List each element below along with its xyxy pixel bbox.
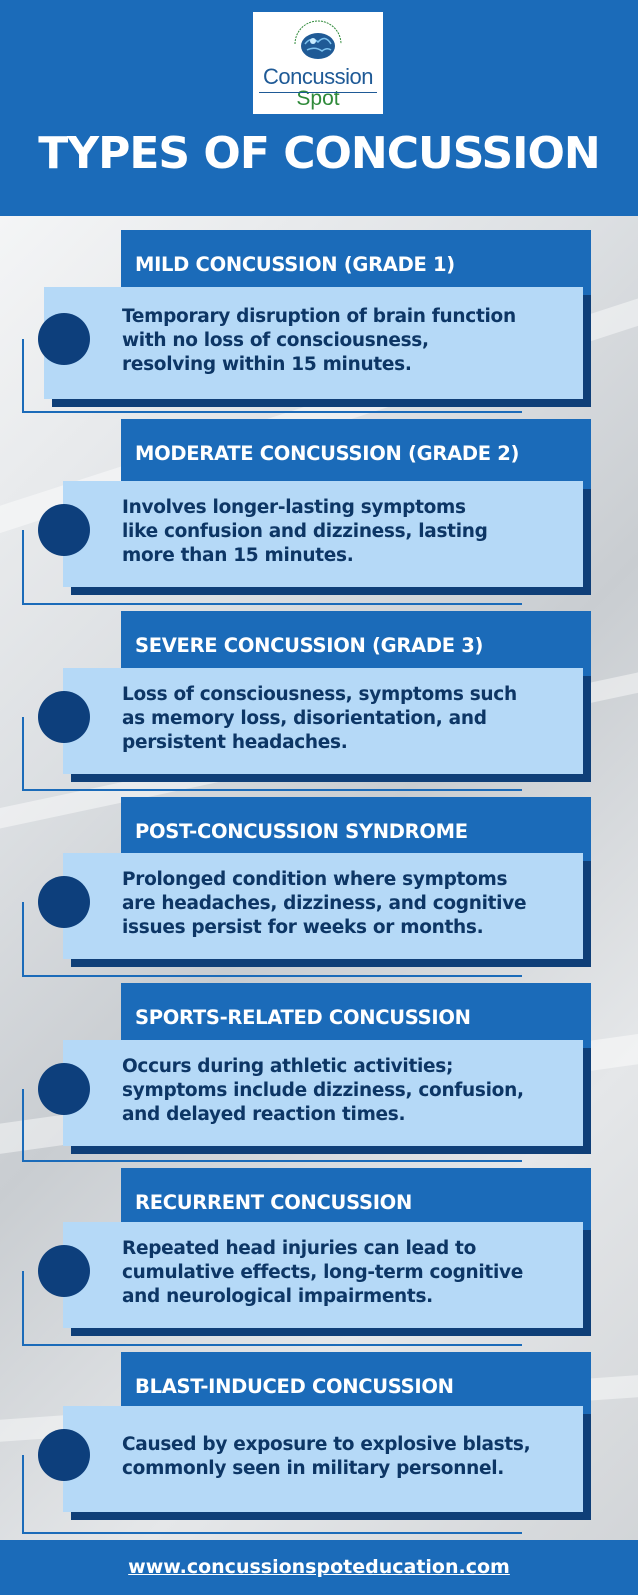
header-banner: Concussion Spot TYPES OF CONCUSSION <box>0 0 638 216</box>
description-line: Prolonged condition where symptoms <box>122 869 508 890</box>
description-line: Repeated head injuries can lead to <box>122 1238 476 1259</box>
logo: Concussion Spot <box>253 12 383 114</box>
item-description: Prolonged condition where symptoms are he… <box>122 868 592 940</box>
item-desc-box <box>63 1222 583 1328</box>
brain-icon <box>294 20 342 59</box>
description-line: cumulative effects, long-term cognitive <box>122 1262 524 1283</box>
item-desc-box <box>44 287 583 399</box>
brain-folds <box>304 37 332 52</box>
item-description: Loss of consciousness, symptoms such as m… <box>122 683 592 755</box>
item-description: Caused by exposure to explosive blasts, c… <box>122 1433 592 1481</box>
description-line: Temporary disruption of brain function <box>122 306 516 327</box>
description-line: commonly seen in military personnel. <box>122 1458 504 1479</box>
description-line: as memory loss, disorientation, and <box>122 708 487 729</box>
brain-glow <box>310 38 316 44</box>
description-line: are headaches, dizziness, and cognitive <box>122 893 527 914</box>
item-title: SEVERE CONCUSSION (GRADE 3) <box>135 634 484 657</box>
description-line: more than 15 minutes. <box>122 545 354 566</box>
logo-text-line2: Spot <box>296 87 340 110</box>
description-line: Loss of consciousness, symptoms such <box>122 684 517 705</box>
item-title: MODERATE CONCUSSION (GRADE 2) <box>135 442 520 465</box>
logo-divider <box>259 92 377 93</box>
website-link[interactable]: www.concussionspoteducation.com <box>128 1556 510 1578</box>
description-line: Occurs during athletic activities; <box>122 1056 454 1077</box>
description-line: Involves longer-lasting symptoms <box>122 497 466 518</box>
description-line: like confusion and dizziness, lasting <box>122 521 488 542</box>
connector-line <box>22 339 522 413</box>
circle-bullet-icon <box>38 313 90 365</box>
page-title: TYPES OF CONCUSSION <box>38 128 601 179</box>
circle-bullet-icon <box>38 1245 90 1297</box>
item-description: Occurs during athletic activities; sympto… <box>122 1055 592 1127</box>
connector-line <box>22 1455 522 1534</box>
item-desc-box <box>63 1040 583 1146</box>
connector-line <box>22 530 522 605</box>
circle-bullet-icon <box>38 1063 90 1115</box>
description-line: Caused by exposure to explosive blasts, <box>122 1434 531 1455</box>
item-title: POST-CONCUSSION SYNDROME <box>135 820 468 843</box>
connector-line <box>22 902 522 977</box>
description-line: and neurological impairments. <box>122 1286 433 1307</box>
logo-tagline-arc <box>294 20 342 45</box>
item-title: SPORTS-RELATED CONCUSSION <box>135 1006 471 1029</box>
item-description: Repeated head injuries can lead to cumula… <box>122 1237 592 1309</box>
circle-bullet-icon <box>38 876 90 928</box>
item-description: Involves longer-lasting symptoms like con… <box>122 496 592 568</box>
item-title: RECURRENT CONCUSSION <box>135 1191 412 1214</box>
brain-shape <box>301 33 335 59</box>
description-line: with no loss of consciousness, <box>122 330 429 351</box>
description-line: and delayed reaction times. <box>122 1104 406 1125</box>
circle-bullet-icon <box>38 504 90 556</box>
item-desc-box <box>63 1406 583 1512</box>
description-line: resolving within 15 minutes. <box>122 354 412 375</box>
circle-bullet-icon <box>38 1429 90 1481</box>
item-desc-box <box>63 668 583 774</box>
description-line: symptoms include dizziness, confusion, <box>122 1080 524 1101</box>
logo-text-line1: Concussion <box>263 64 373 89</box>
item-description: Temporary disruption of brain function wi… <box>122 305 592 377</box>
description-line: issues persist for weeks or months. <box>122 917 484 938</box>
item-title-box <box>121 419 591 491</box>
description-line: persistent headaches. <box>122 732 348 753</box>
item-desc-box <box>63 853 583 959</box>
connector-line <box>22 1089 522 1162</box>
connector-line <box>22 1271 522 1346</box>
item-title: BLAST-INDUCED CONCUSSION <box>135 1375 454 1398</box>
footer-banner <box>0 1540 638 1595</box>
item-title: MILD CONCUSSION (GRADE 1) <box>135 253 455 276</box>
circle-bullet-icon <box>38 691 90 743</box>
item-desc-box <box>63 481 583 587</box>
connector-line <box>22 717 522 791</box>
